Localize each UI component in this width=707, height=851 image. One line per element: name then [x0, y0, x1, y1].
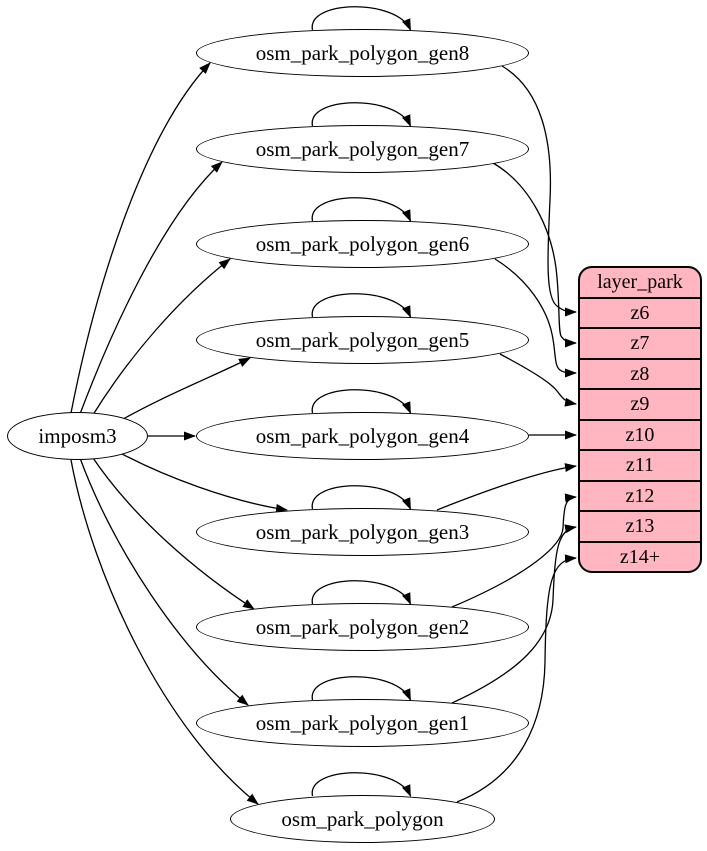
edge-imposm3-poly — [70, 459, 259, 805]
table-node-gen7: osm_park_polygon_gen7 — [196, 125, 529, 173]
table-node-gen4: osm_park_polygon_gen4 — [196, 412, 529, 460]
table-node-gen1: osm_park_polygon_gen1 — [196, 699, 529, 747]
zoom-row-z6: z6 — [580, 296, 700, 328]
zoom-row-z13: z13 — [580, 510, 700, 541]
table-node-label: osm_park_polygon_gen4 — [255, 423, 470, 448]
zoom-row-z11: z11 — [580, 449, 700, 480]
zoom-row-z7: z7 — [580, 327, 700, 358]
edge-imposm3-gen6 — [90, 258, 231, 419]
source-node-imposm3: imposm3 — [7, 412, 148, 460]
zoom-row-z9: z9 — [580, 388, 700, 419]
edge-imposm3-gen8 — [70, 62, 211, 414]
edge-poly-poly — [311, 772, 412, 797]
edge-gen8-z6 — [501, 65, 577, 317]
table-node-poly: osm_park_polygon — [230, 795, 495, 843]
table-node-label: osm_park_polygon — [281, 806, 444, 831]
edge-gen3-gen3 — [311, 485, 412, 510]
zoom-row-z10: z10 — [580, 418, 700, 450]
edge-gen4-gen4 — [311, 389, 412, 414]
table-node-label: osm_park_polygon_gen5 — [255, 327, 470, 352]
edge-gen7-z7 — [492, 162, 577, 348]
edge-gen2-z12 — [451, 493, 577, 608]
edge-gen5-z9 — [499, 353, 577, 407]
edge-imposm3-gen5 — [110, 357, 251, 427]
edge-gen6-gen6 — [311, 197, 412, 222]
edge-gen2-gen2 — [311, 580, 412, 605]
table-node-gen8: osm_park_polygon_gen8 — [196, 29, 529, 77]
table-node-label: osm_park_polygon_gen3 — [255, 519, 470, 544]
edge-imposm3-gen3 — [110, 447, 288, 513]
table-node-gen3: osm_park_polygon_gen3 — [196, 508, 529, 556]
layer-park-title: layer_park — [597, 271, 683, 294]
edge-gen1-z13 — [451, 524, 577, 704]
edge-gen7-gen7 — [311, 102, 412, 127]
table-node-label: osm_park_polygon_gen6 — [255, 231, 470, 256]
edge-imposm3-gen7 — [79, 161, 223, 415]
table-node-gen5: osm_park_polygon_gen5 — [196, 316, 529, 364]
table-node-gen6: osm_park_polygon_gen6 — [196, 220, 529, 268]
edge-gen1-gen1 — [311, 676, 412, 701]
zoom-row-z8: z8 — [580, 357, 700, 389]
zoom-row-z14plus: z14+ — [580, 540, 700, 572]
table-node-label: osm_park_polygon_gen8 — [255, 40, 470, 65]
table-node-label: osm_park_polygon_gen7 — [255, 136, 470, 161]
edge-gen3-z11 — [436, 463, 577, 511]
edge-imposm3-gen2 — [90, 454, 255, 610]
table-node-label: osm_park_polygon_gen1 — [255, 710, 470, 735]
edge-poly-z14plus — [456, 554, 577, 803]
edge-gen5-gen5 — [311, 293, 412, 318]
zoom-row-z12: z12 — [580, 479, 700, 511]
edge-gen6-z8 — [494, 258, 577, 378]
edge-gen8-gen8 — [311, 6, 412, 31]
table-node-label: osm_park_polygon_gen2 — [255, 614, 470, 639]
node-label: imposm3 — [38, 423, 117, 448]
edge-imposm3-gen1 — [79, 457, 249, 706]
table-node-gen2: osm_park_polygon_gen2 — [196, 603, 529, 651]
